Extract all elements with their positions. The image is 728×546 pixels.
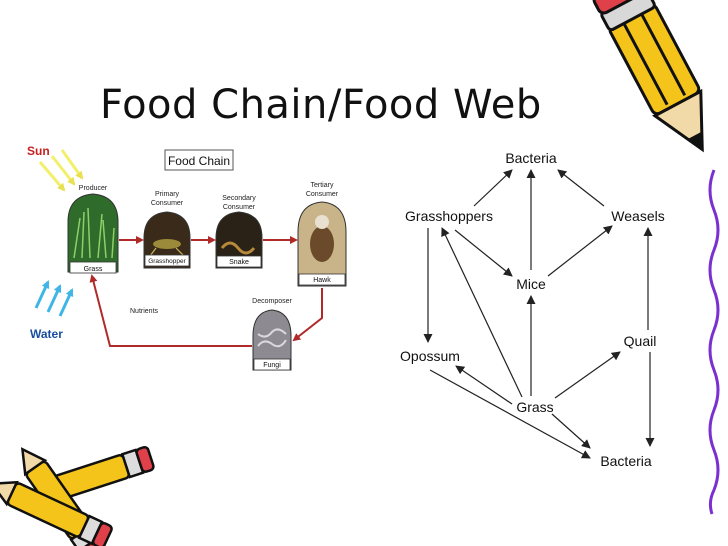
producer-label: Producer: [79, 185, 108, 192]
web-node-bacteria-top: Bacteria: [505, 150, 557, 166]
web-node-mice: Mice: [516, 276, 546, 292]
web-arrow-opossum-bacteria: [429, 369, 591, 459]
sun-label: Sun: [27, 144, 50, 158]
web-arrow-grasshoppers-bacteria: [473, 169, 513, 207]
decorative-border-wave: [708, 169, 720, 515]
web-arrow-grass-grasshoppers: [441, 227, 523, 398]
web-arrow-grasshoppers-mice: [454, 229, 513, 277]
web-node-opossum: Opossum: [400, 348, 460, 364]
hawk-caption: Hawk: [313, 277, 331, 284]
grasshopper-caption: Grasshopper: [148, 258, 186, 265]
sun-rays-icon: [38, 149, 84, 192]
hawk-card: Hawk: [297, 201, 347, 287]
food-chain-diagram: Food Chain Sun Water Producer Primary Co…: [27, 144, 347, 371]
tertiary-label-2: Consumer: [306, 191, 339, 198]
fungi-caption: Fungi: [263, 362, 281, 369]
grasshopper-card: Grasshopper: [143, 211, 191, 269]
water-arrows-icon: [34, 280, 74, 317]
pencil-icon: [592, 0, 704, 153]
chain-arrow-hawk-fungi: [292, 288, 323, 342]
web-arrow-weasels-bacteria: [557, 169, 605, 207]
grass-card: Grass: [67, 193, 119, 274]
web-arrow-mice-weasels: [547, 225, 613, 277]
web-node-grasshoppers: Grasshoppers: [405, 208, 493, 224]
web-node-bacteria-bottom: Bacteria: [600, 453, 652, 469]
chain-arrow-fungi-grass: [89, 274, 252, 347]
web-node-weasels: Weasels: [611, 208, 664, 224]
web-arrow-grass-quail: [554, 351, 621, 399]
primary-label-2: Consumer: [151, 200, 184, 207]
decomposer-label: Decomposer: [252, 298, 292, 305]
web-arrow-grass-opossum: [455, 365, 513, 405]
web-node-quail: Quail: [624, 333, 657, 349]
food-web-diagram: Bacteria Grasshoppers Weasels Mice Quail…: [400, 150, 665, 469]
tertiary-label-1: Tertiary: [311, 182, 334, 189]
food-chain-heading: Food Chain: [168, 154, 230, 168]
primary-label-1: Primary: [155, 191, 180, 198]
slide-title: Food Chain/Food Web: [100, 82, 542, 128]
water-label: Water: [30, 327, 63, 341]
snake-card: Snake: [215, 211, 263, 269]
secondary-label-1: Secondary: [222, 195, 256, 202]
fungi-card: Fungi: [252, 309, 292, 371]
web-node-grass: Grass: [516, 399, 553, 415]
nutrients-label: Nutrients: [130, 308, 159, 315]
snake-caption: Snake: [229, 259, 249, 266]
secondary-label-2: Consumer: [223, 204, 256, 211]
web-arrow-grass-bacteria: [551, 413, 591, 449]
grass-caption: Grass: [84, 266, 103, 273]
pencils-icon: [0, 445, 155, 546]
